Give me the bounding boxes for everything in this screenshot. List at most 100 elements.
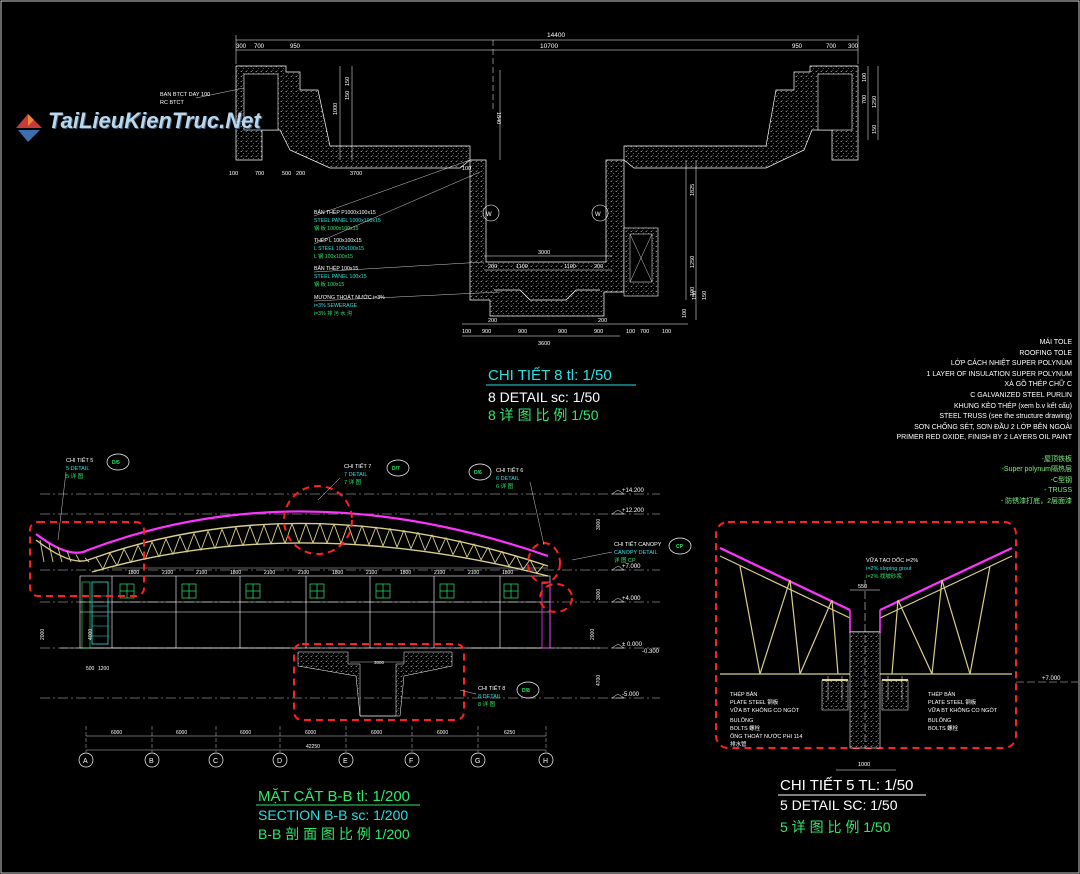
section-side-2000a: 2000 xyxy=(40,629,46,640)
callout-detail6-zh: 6 详 图 xyxy=(496,482,514,490)
detail8-dim-150e: 150 xyxy=(702,291,708,300)
grid-bubble xyxy=(538,752,554,768)
bay-dim: 1800 xyxy=(502,570,513,576)
bay-dim: 2100 xyxy=(162,570,173,576)
grid-label: F xyxy=(409,758,413,765)
grid-dim: 6000 xyxy=(305,730,316,736)
callout-detail6-tag: D/6 xyxy=(474,470,482,476)
detail8-dim-1825: 1825 xyxy=(690,184,696,196)
detail8-dim-3700: 3700 xyxy=(350,171,362,177)
level-7000: +7.000 xyxy=(622,564,641,570)
grid-label: C xyxy=(213,758,218,765)
callout-detail6-en: 6 DETAIL xyxy=(496,476,519,482)
detail8-dim-200a: 200 xyxy=(488,264,497,270)
note-steel-panel-vn: BẢN THÉP P1000x100x15 xyxy=(314,209,376,216)
roof-note-line: -C型钢 xyxy=(1050,476,1072,484)
detail8-dim-overall: 14400 xyxy=(547,32,565,39)
detail8-dim-150c: 150 xyxy=(872,125,878,134)
detail8-dim-100c: 100 xyxy=(862,73,868,82)
detail8-dim-200c: 200 xyxy=(488,318,497,324)
detail8-dim-right: 950 xyxy=(792,44,803,50)
detail8-label-rc: RC BTCT xyxy=(160,100,184,106)
detail5-slope-vn: VỮA TẠO DỐC i=2% xyxy=(866,557,918,564)
detail5-left-grout: VỮA BT KHÔNG CO NGÓT xyxy=(730,707,800,714)
detail5-right-bolt-en: BOLTS 螺栓 xyxy=(928,724,959,732)
detail8-dim-1100a: 1100 xyxy=(516,264,528,270)
note-panel-en: STEEL PANEL 100x15 xyxy=(314,274,367,280)
detail8-dim-150d: 150 xyxy=(692,291,698,300)
grid-label: A xyxy=(83,758,88,765)
detail8-dim-900c: 900 xyxy=(558,329,567,335)
detail8-dim-150b: 150 xyxy=(345,91,351,100)
section-side-4000a: 4000 xyxy=(88,629,94,640)
detail8-dim-1000: 1000 xyxy=(333,103,339,115)
detail8-dim-1250b: 1250 xyxy=(690,256,696,268)
roof-note-line: - TRUSS xyxy=(1044,487,1072,495)
callout-detail5-vn: CHI TIẾT 5 xyxy=(66,457,93,464)
detail8-dim-3000: 3000 xyxy=(538,250,550,256)
level-0000: ± 0.000 xyxy=(622,642,643,648)
note-sewer-en: i=3% SEWERAGE xyxy=(314,303,358,309)
bay-dim: 2100 xyxy=(298,570,309,576)
detail8-dim-700: 700 xyxy=(255,171,264,177)
roof-note-line: -Super polynum隔热层 xyxy=(1001,466,1072,474)
grid-bubble xyxy=(144,752,160,768)
detail-5-drawing: 1000 550 +7.000 VỮA TẠO DỐC i=2% i=2% sl… xyxy=(715,521,1078,771)
detail8-dim-700b: 700 xyxy=(826,44,837,50)
detail8-dim-left: 950 xyxy=(290,44,301,50)
roof-note-line: KHUNG KÈO THÉP (xem b.v kết cấu) xyxy=(954,402,1072,410)
detail8-dim-100b: 100 xyxy=(462,166,471,172)
grid-bubble xyxy=(338,752,354,768)
grid-dim: 6000 xyxy=(437,730,448,736)
callout-detail8-tag: D/8 xyxy=(522,688,530,694)
callout-detail7-vn: CHI TIẾT 7 xyxy=(344,463,371,470)
callout-detail8-vn: CHI TIẾT 8 xyxy=(478,685,505,692)
grid-bubble xyxy=(78,752,94,768)
grid-dim: 6000 xyxy=(240,730,251,736)
section-inner-dim: 3000 xyxy=(374,660,385,665)
bay-dim: 1800 xyxy=(128,570,139,576)
detail-5-title: CHI TIẾT 5 TL: 1/50 5 DETAIL SC: 1/50 5 … xyxy=(778,777,926,835)
bay-dim: 2100 xyxy=(264,570,275,576)
callout-canopy-vn: CHI TIẾT CANOPY xyxy=(614,541,662,548)
bay-dim: 2100 xyxy=(196,570,207,576)
detail5-left-pipe-vn: ỐNG THOÁT NƯỚC PHI 114 xyxy=(730,733,802,740)
detail8-dim-700a: 700 xyxy=(254,44,265,50)
roof-note-line xyxy=(782,444,1072,455)
section-overall-dim: 42250 xyxy=(306,744,320,750)
detail8-dim-3600: 3600 xyxy=(538,341,550,347)
section-side-2000b: 2000 xyxy=(590,629,596,640)
grid-dim: 6000 xyxy=(111,730,122,736)
detail-8-title: CHI TIẾT 8 tl: 1/50 8 DETAIL sc: 1/50 8 … xyxy=(486,367,636,423)
detail5-title-vn: CHI TIẾT 5 TL: 1/50 xyxy=(780,777,913,794)
section-side-3000b: 3000 xyxy=(596,589,602,600)
callout-detail7-tag: D/7 xyxy=(392,466,400,472)
detail8-dim-100a: 100 xyxy=(229,171,238,177)
detail5-title-zh: 5 详 图 比 例 1/50 xyxy=(780,819,891,835)
grid-bubble xyxy=(272,752,288,768)
grid-bubble xyxy=(208,752,224,768)
detail5-left-bolt-vn: BULÔNG xyxy=(730,717,753,724)
detail8-dim-100f: 100 xyxy=(626,329,635,335)
detail5-left-plate-en: PLATE STEEL 钢板 xyxy=(730,698,779,706)
detail8-dim-200: 200 xyxy=(296,171,305,177)
roof-note-line: MÁI TOLE xyxy=(1039,339,1072,346)
callout-detail8-zh: 8 详 图 xyxy=(478,700,496,708)
detail8-title-en: 8 DETAIL sc: 1/50 xyxy=(488,389,600,405)
note-sewer-vn: MƯƠNG THOÁT NƯỚC i=3% xyxy=(314,294,385,301)
note-steel-panel-zh: 钢 板 1000x100x15 xyxy=(314,224,359,232)
note-l-steel-zh: L 钢 100x100x15 xyxy=(314,252,353,260)
detail-8-drawing: 14400 10700 950 950 700 700 300 300 W W xyxy=(160,32,879,347)
detail8-label-slab: BAN BTCT DAY 100 xyxy=(160,92,210,98)
callout-detail5-en: 5 DETAIL xyxy=(66,466,89,472)
bay-dim: 1800 xyxy=(230,570,241,576)
svg-text:W: W xyxy=(486,212,492,218)
roof-note-line: C GALVANIZED STEEL PURLIN xyxy=(970,391,1072,399)
note-l-steel-en: L STEEL 100x100x15 xyxy=(314,246,364,252)
detail8-title-zh: 8 详 图 比 例 1/50 xyxy=(488,407,599,423)
level-12200: +12.200 xyxy=(622,508,645,514)
roof-note-line: LỚP CÁCH NHIỆT SUPER POLYNUM xyxy=(950,360,1072,368)
detail5-level: +7.000 xyxy=(1042,676,1061,682)
grid-label: E xyxy=(343,758,348,765)
